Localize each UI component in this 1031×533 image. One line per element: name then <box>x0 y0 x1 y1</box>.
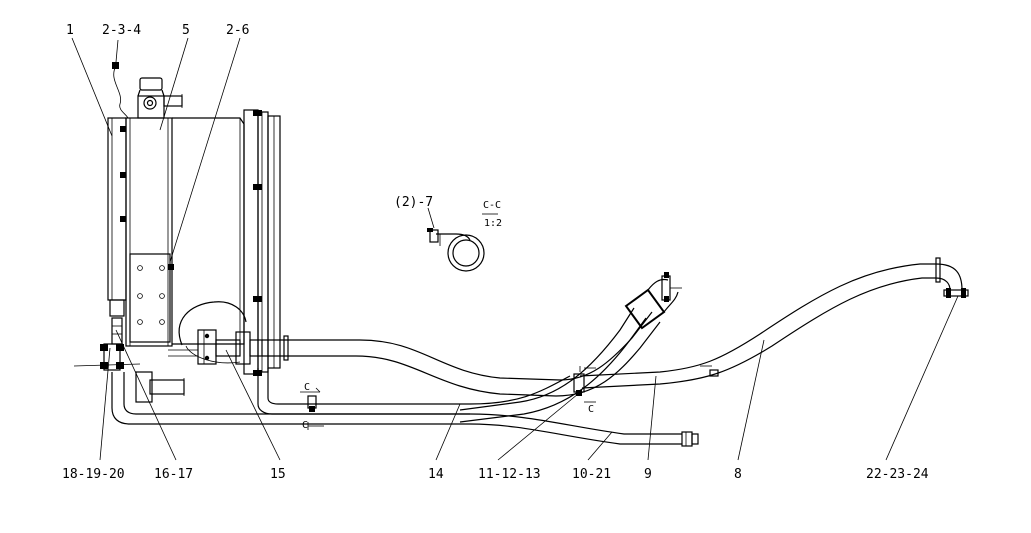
label-5: 5 <box>182 23 190 38</box>
pipe-9 <box>459 272 719 423</box>
label-2-6: 2-6 <box>226 23 249 38</box>
section-title: C-C <box>483 200 501 211</box>
side-tank <box>107 117 127 301</box>
section-view-c-c <box>427 213 498 272</box>
section-cuts <box>300 367 596 430</box>
label-1: 1 <box>66 23 74 38</box>
cut-marker-c-top: C <box>304 382 310 393</box>
label-16-17: 16-17 <box>154 467 193 482</box>
cut-marker-c-right: C <box>588 404 594 415</box>
section-scale: 1:2 <box>484 218 502 229</box>
label-15: 15 <box>270 467 286 482</box>
label-9: 9 <box>644 467 652 482</box>
part-labels: 1 2-3-4 5 2-6 (2)-7 C-C 1:2 18-19-20 16-… <box>62 23 929 482</box>
label-11-12-13: 11-12-13 <box>478 467 541 482</box>
pipe-10-21 <box>111 372 699 447</box>
label-18-19-20: 18-19-20 <box>62 467 125 482</box>
leader-lines <box>71 37 959 461</box>
label-2-7: (2)-7 <box>394 195 433 210</box>
bracket-plate <box>129 253 171 343</box>
radiator-assembly <box>107 62 281 403</box>
label-22-23-24: 22-23-24 <box>866 467 929 482</box>
cut-marker-c-bottom: C <box>302 420 308 431</box>
clamp-11-12-13 <box>573 366 585 396</box>
lower-fittings <box>73 317 263 371</box>
core <box>125 117 173 347</box>
pipe-8 <box>579 257 969 389</box>
label-10-21: 10-21 <box>572 467 611 482</box>
label-8: 8 <box>734 467 742 482</box>
pipe-14 <box>262 311 661 397</box>
label-14: 14 <box>428 467 444 482</box>
pipe-inner <box>257 368 571 415</box>
label-2-3-4: 2-3-4 <box>102 23 141 38</box>
